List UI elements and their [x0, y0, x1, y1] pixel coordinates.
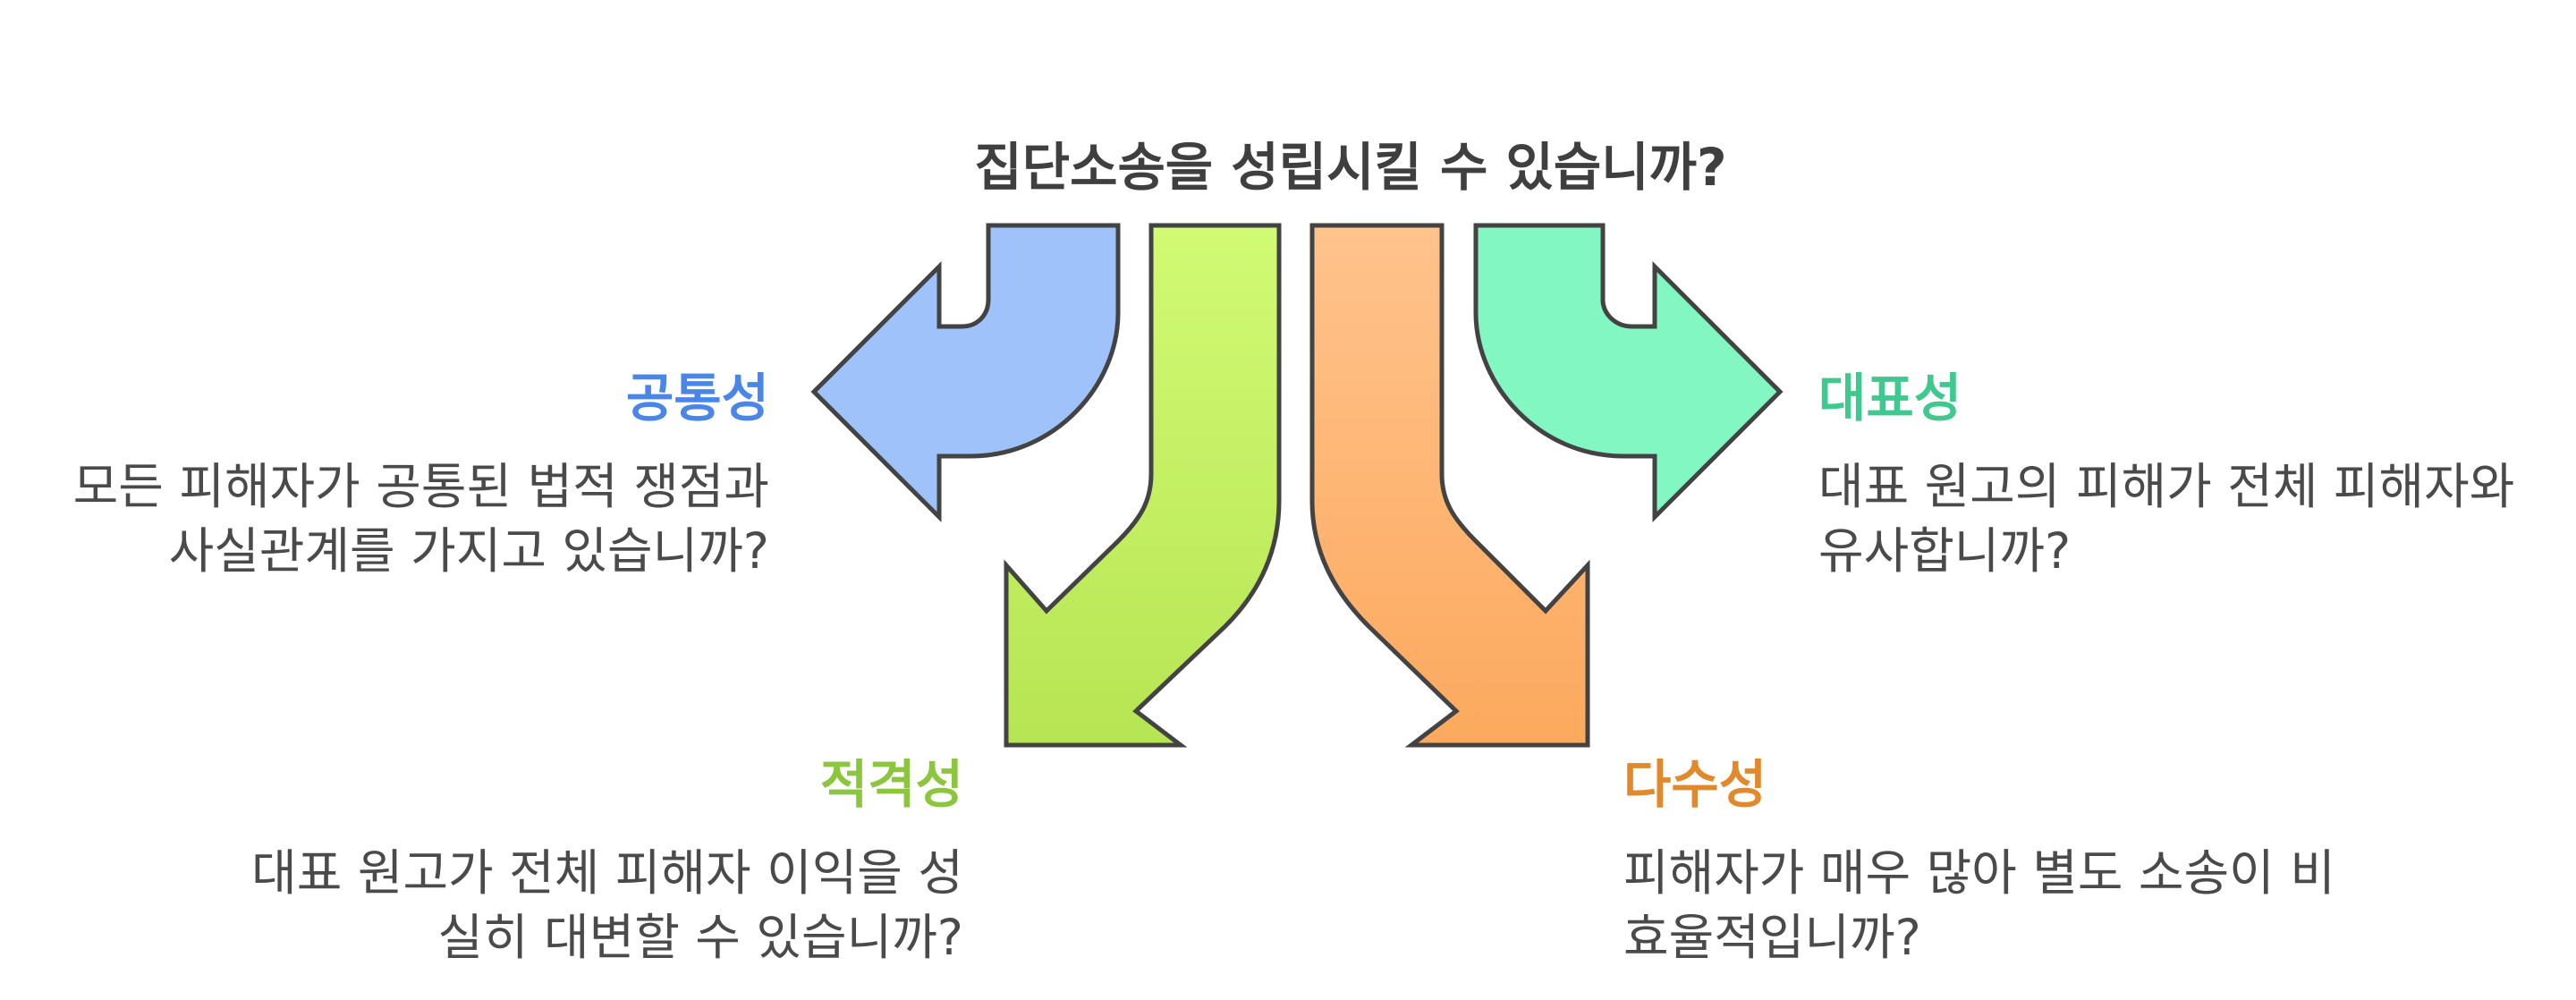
typicality-label: 대표성 — [1818, 368, 1962, 428]
typicality-description: 대표 원고의 피해가 전체 피해자와 유사합니까? — [1818, 458, 2515, 580]
adequacy-label: 적격성 — [819, 754, 963, 815]
numerosity-description: 피해자가 매우 많아 별도 소송이 비효율적입니까? — [1623, 844, 2335, 966]
commonality-arrow — [810, 223, 1121, 523]
adequacy-arrow — [1004, 223, 1282, 748]
commonality-description: 모든 피해자가 공통된 법적 쟁점과 사실관계를 가지고 있습니까? — [72, 458, 769, 580]
commonality-label: 공통성 — [625, 368, 769, 428]
numerosity-arrow — [1309, 223, 1590, 748]
typicality-arrow — [1473, 223, 1784, 523]
diagram-title: 집단소송을 성립시킬 수 있습니까? — [974, 137, 1727, 198]
adequacy-description: 대표 원고가 전체 피해자 이익을 성실히 대변할 수 있습니까? — [251, 844, 963, 966]
numerosity-label: 다수성 — [1623, 754, 1767, 815]
